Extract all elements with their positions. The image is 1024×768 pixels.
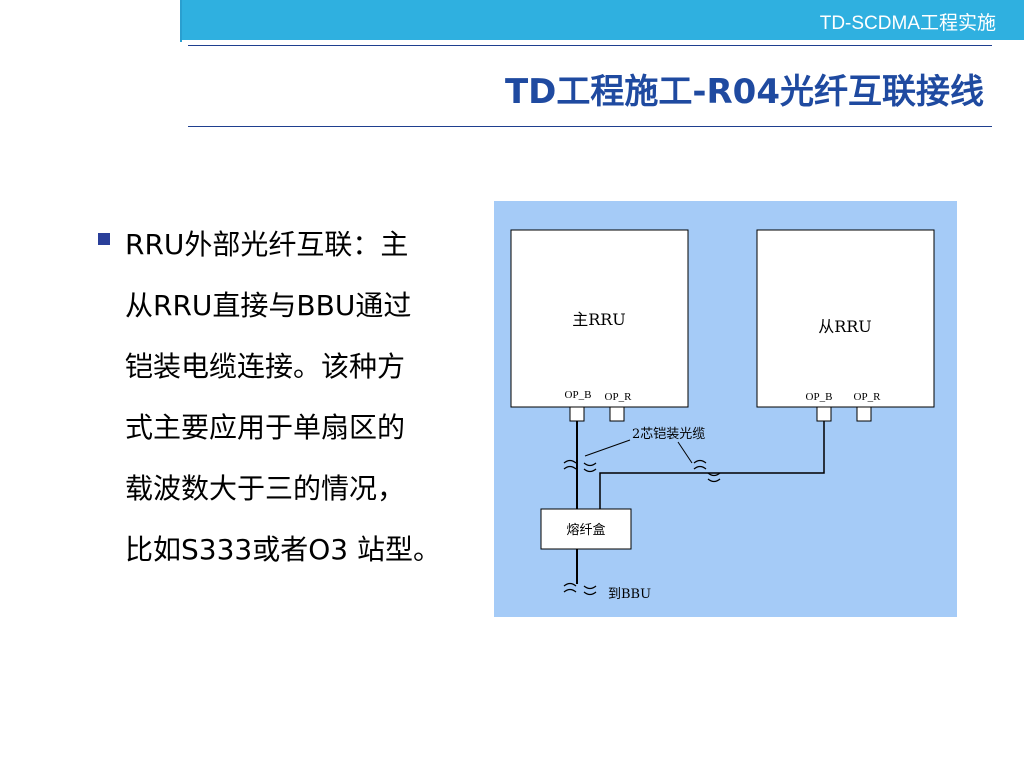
slave-port-b-label: OP_B bbox=[806, 391, 833, 403]
slave-port-r bbox=[856, 406, 872, 422]
bullet-text: RRU外部光纤互联：主 从RRU直接与BBU通过 铠装电缆连接。该种方 式主要应… bbox=[125, 214, 470, 580]
title-rule-bottom bbox=[188, 126, 992, 127]
fusion-box bbox=[540, 508, 632, 550]
slave-rru-label: 从RRU bbox=[818, 317, 872, 336]
header-accent bbox=[176, 0, 182, 42]
slave-port-r-label: OP_R bbox=[854, 391, 882, 403]
fusion-box-label: 熔纤盒 bbox=[566, 522, 605, 538]
cable-break-mark bbox=[563, 459, 597, 473]
header-brand: TD-SCDMA工程实施 bbox=[819, 13, 996, 34]
master-rru-label: 主RRU bbox=[572, 310, 626, 329]
bullet-line: 载波数大于三的情况， bbox=[125, 472, 406, 505]
master-port-r-label: OP_R bbox=[605, 391, 633, 403]
cable-label-pointer bbox=[677, 441, 693, 464]
master-port-r bbox=[609, 406, 625, 422]
slave-port-b bbox=[816, 406, 832, 422]
cable-label-pointer bbox=[584, 439, 631, 457]
cable-break-mark bbox=[563, 582, 597, 596]
to-bbu-label: 到BBU bbox=[608, 587, 651, 602]
master-rru-box bbox=[510, 229, 689, 408]
master-port-b bbox=[569, 406, 585, 422]
slave-rru-box bbox=[756, 229, 935, 408]
bullet-line: RRU外部光纤互联：主 bbox=[125, 228, 409, 261]
cable-label: 2芯铠装光缆 bbox=[632, 426, 705, 442]
master-port-b-label: OP_B bbox=[565, 389, 592, 401]
header-bar: TD-SCDMA工程实施 bbox=[182, 0, 1024, 40]
bullet-line: 铠装电缆连接。该种方 bbox=[125, 350, 406, 383]
fiber-interconnect-diagram: 主RRU OP_B OP_R 从RRU OP_B OP_R 2芯铠装光缆 熔纤盒… bbox=[494, 201, 957, 617]
cable-break-mark bbox=[693, 459, 721, 483]
bullet-line: 比如S333或者O3 站型。 bbox=[125, 533, 441, 566]
slave-cable bbox=[599, 421, 825, 509]
bullet-line: 从RRU直接与BBU通过 bbox=[125, 289, 412, 322]
slide-title: TD工程施工-R04光纤互联接线 bbox=[504, 72, 984, 112]
title-rule-top bbox=[188, 45, 992, 46]
bullet-line: 式主要应用于单扇区的 bbox=[125, 411, 406, 444]
bullet-marker bbox=[98, 233, 110, 245]
